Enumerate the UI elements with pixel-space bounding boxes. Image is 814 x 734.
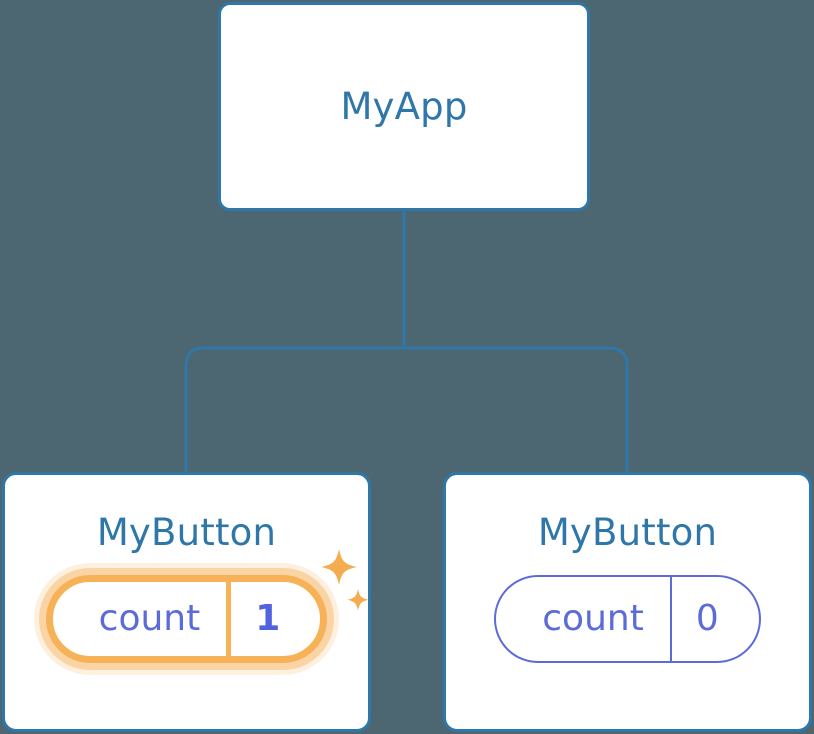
sparkle-small-icon xyxy=(347,589,370,611)
node-title-root: MyApp xyxy=(340,85,468,128)
node-title-child-1: MyButton xyxy=(537,511,718,554)
state-value-0: 1 xyxy=(226,582,320,656)
state-key-0: count xyxy=(98,598,201,639)
state-pill-wrapper-1: count 0 xyxy=(494,575,761,663)
node-card-mybutton-0[interactable]: MyButton count 1 true xyxy=(2,472,371,732)
node-card-mybutton-1[interactable]: MyButton count 0 false xyxy=(443,472,812,732)
state-pill-wrapper-0: count 1 xyxy=(45,549,370,663)
state-pill-0[interactable]: count 1 xyxy=(45,575,328,663)
state-pill-1[interactable]: count 0 xyxy=(494,575,761,663)
node-card-myapp[interactable]: MyApp xyxy=(218,2,590,211)
node-title-child-0: MyButton xyxy=(96,511,277,554)
sparkle-large-icon xyxy=(321,549,358,585)
state-value-1: 0 xyxy=(669,577,759,661)
state-key-1: count xyxy=(542,598,644,639)
connector-branch-bar xyxy=(184,346,629,474)
